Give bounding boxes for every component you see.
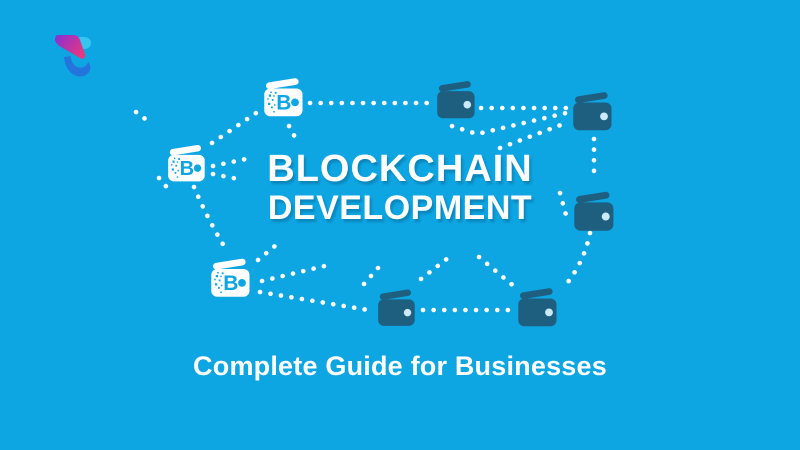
wallet-bitcoin-left: B bbox=[168, 144, 205, 182]
dotted-link bbox=[209, 108, 262, 146]
wallet-plain-bottom-middle bbox=[378, 289, 415, 326]
dissolve-pixels bbox=[214, 272, 224, 293]
dotted-link bbox=[156, 175, 173, 194]
wallet-clasp bbox=[291, 98, 299, 107]
wallet-clasp bbox=[238, 278, 246, 287]
dotted-link bbox=[257, 289, 371, 313]
wallet-clasp bbox=[463, 100, 472, 109]
dotted-link bbox=[133, 109, 151, 124]
wallet-bitcoin-bottom-left: B bbox=[211, 258, 250, 297]
title-line-2: DEVELOPMENT bbox=[267, 189, 533, 227]
logo-gradient-bar bbox=[55, 35, 86, 59]
dotted-link bbox=[361, 265, 381, 287]
dotted-link bbox=[497, 120, 569, 151]
wallet-bitcoin-top: B bbox=[264, 78, 303, 117]
wallet-plain-top-right bbox=[573, 92, 612, 131]
dotted-link bbox=[259, 261, 336, 284]
bitcoin-icon: B bbox=[223, 272, 238, 295]
dissolve-pixels bbox=[267, 91, 277, 113]
dotted-link bbox=[210, 171, 241, 182]
wallet-plain-right bbox=[574, 191, 614, 231]
wallet-plain-top-middle bbox=[437, 81, 475, 119]
dotted-link bbox=[449, 110, 569, 137]
subtitle: Complete Guide for Businesses bbox=[193, 351, 607, 381]
dotted-link bbox=[191, 184, 230, 254]
wallet-clasp bbox=[193, 164, 202, 172]
wallet-clasp bbox=[601, 212, 610, 221]
wallet-plain-bottom-right bbox=[518, 288, 557, 327]
wallet-clasp bbox=[403, 308, 412, 317]
bitcoin-icon: B bbox=[180, 158, 194, 180]
dotted-link bbox=[557, 190, 569, 218]
dotted-link bbox=[255, 238, 284, 263]
t-logo bbox=[55, 35, 91, 77]
wallet-clasp bbox=[600, 112, 608, 121]
dotted-link bbox=[561, 230, 593, 290]
logo-blue-hook bbox=[64, 56, 91, 77]
bitcoin-icon: B bbox=[276, 92, 291, 115]
dotted-link bbox=[286, 123, 299, 142]
page-title: BLOCKCHAIN DEVELOPMENT bbox=[0, 150, 800, 225]
dotted-link bbox=[418, 255, 451, 282]
dotted-link bbox=[476, 254, 519, 291]
dissolve-pixels bbox=[171, 157, 180, 178]
title-line-1: BLOCKCHAIN bbox=[267, 148, 533, 190]
wallet-clasp bbox=[545, 308, 553, 317]
